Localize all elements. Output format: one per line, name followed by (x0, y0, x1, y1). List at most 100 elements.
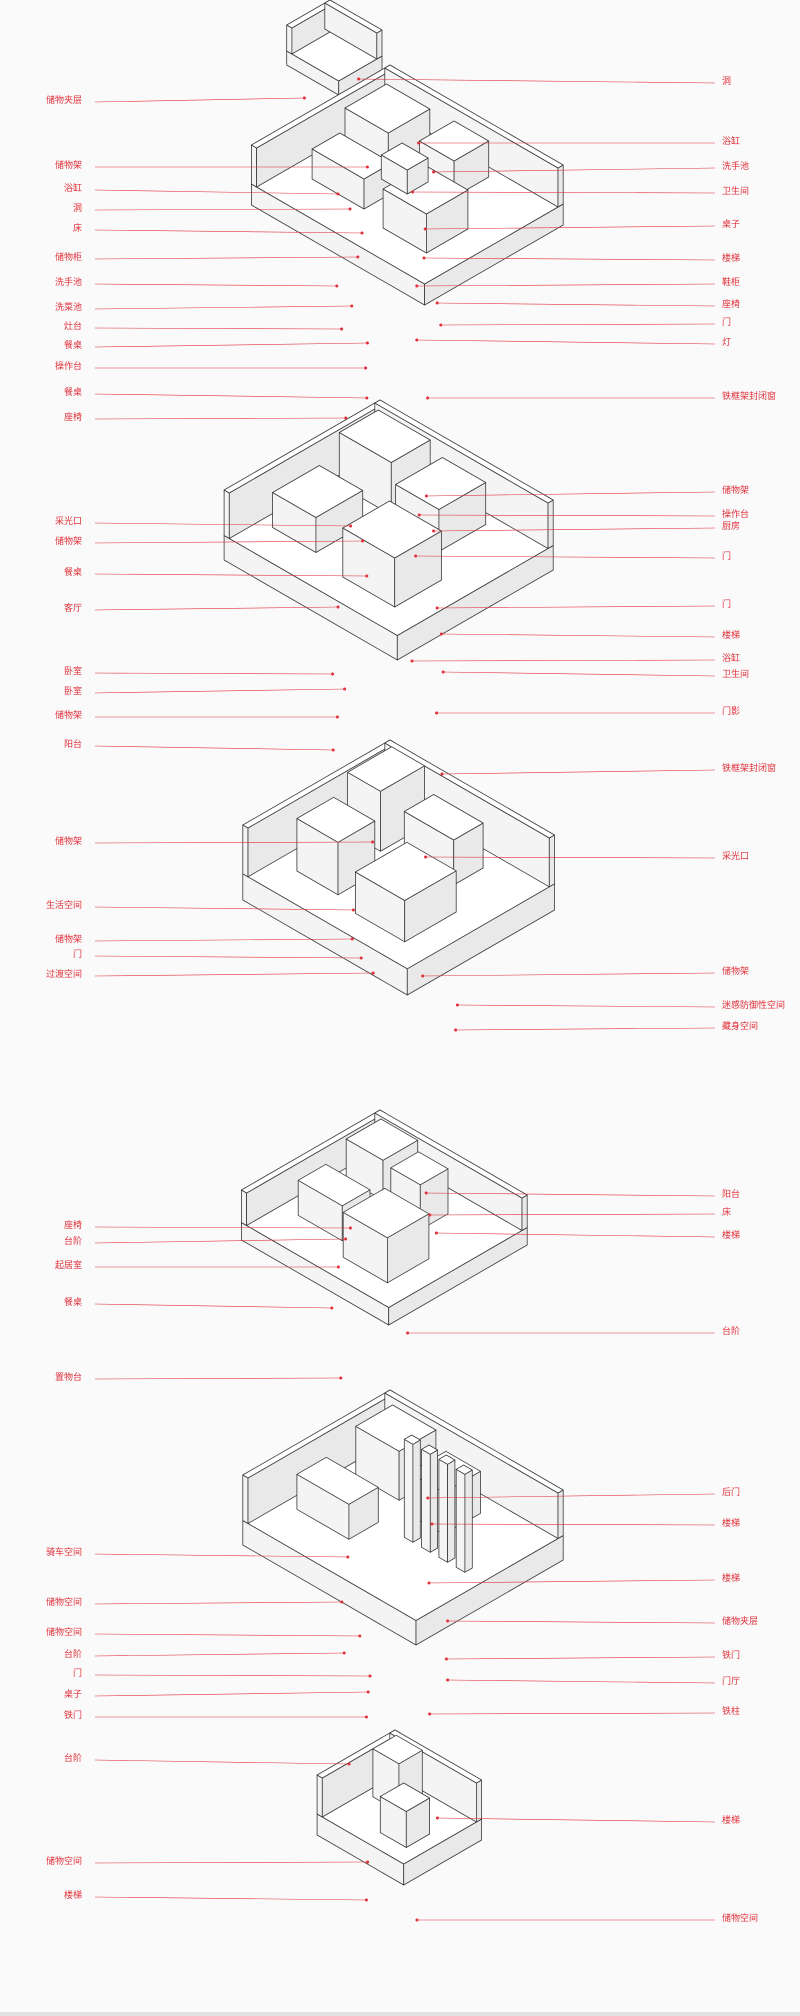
left-leader-line (94, 955, 362, 959)
floor-6-block-7 (455, 1464, 473, 1573)
left-leader-dot (342, 1651, 346, 1655)
left-leader-dot (344, 416, 348, 420)
left-leader-dot (350, 304, 354, 308)
right-leader-dot (415, 338, 419, 342)
left-leader-dot (336, 1265, 340, 1269)
left-leader-line (94, 522, 351, 527)
right-label: 座椅 (722, 300, 741, 310)
left-label: 储物空间 (45, 1857, 82, 1867)
right-leader-dot (446, 1678, 450, 1682)
floor-2-block-1-face-top (344, 83, 431, 134)
floor-6-block-4 (403, 1434, 421, 1543)
right-leader-dot (440, 772, 444, 776)
right-leader-dot (435, 711, 439, 715)
right-leader-dot (427, 1581, 431, 1585)
right-leader-line (411, 659, 716, 662)
floor-5-block-4 (342, 1187, 430, 1284)
left-leader-dot (330, 1306, 334, 1310)
left-leader-line (94, 305, 352, 310)
floor-2-block-3-face-top (311, 132, 393, 180)
floor-2-wall-b-face-right (557, 164, 564, 208)
right-leader-line (416, 339, 716, 345)
right-leader-line (436, 1232, 716, 1238)
right-label: 浴缸 (722, 654, 741, 664)
left-leader-dot (371, 971, 375, 975)
right-leader-line (441, 769, 716, 775)
left-leader-dot (365, 165, 369, 169)
floor-3-block-4-face-top (342, 500, 442, 559)
left-leader-dot (350, 937, 354, 941)
left-label: 洗菜池 (54, 303, 82, 313)
left-label: 客厅 (63, 604, 82, 614)
left-label: 餐桌 (63, 341, 82, 351)
floor-3-wall-a-face-left (223, 489, 230, 539)
floor-6-block-5-face-left (421, 1448, 431, 1553)
right-label: 楼梯 (722, 1231, 741, 1241)
floor-6-block-7-face-left (455, 1468, 466, 1573)
floor-5-wall-b-face-top (374, 1109, 528, 1199)
right-leader-dot (411, 190, 415, 194)
left-label: 操作台 (54, 362, 82, 372)
floor-7-block-2-face-top (379, 1782, 431, 1812)
right-label: 卫生间 (722, 670, 750, 680)
left-leader-line (94, 1633, 360, 1637)
floor-6-block-3 (296, 1456, 379, 1540)
left-leader-line (94, 1674, 371, 1677)
right-leader-dot (428, 1712, 432, 1716)
right-label: 储物夹层 (722, 1617, 759, 1627)
right-leader-line (425, 856, 716, 859)
left-leader-dot (302, 96, 306, 100)
left-leader-line (94, 1691, 369, 1697)
left-leader-dot (348, 207, 352, 211)
right-label: 阳台 (722, 1190, 741, 1200)
left-leader-line (94, 208, 351, 211)
left-leader-dot (366, 1860, 370, 1864)
left-leader-dot (364, 366, 368, 370)
right-leader-line (416, 283, 716, 287)
left-leader-line (94, 1601, 342, 1605)
floor-3-block-3-face-top (272, 465, 364, 518)
left-leader-dot (348, 1226, 352, 1230)
floor-6-block-7-face-top (455, 1464, 473, 1475)
right-leader-line (423, 257, 716, 261)
floor-2-wall-a (250, 64, 396, 188)
left-leader-line (94, 327, 342, 330)
left-leader-line (94, 283, 337, 287)
right-leader-dot (435, 606, 439, 610)
left-label: 储物空间 (45, 1598, 82, 1608)
right-label: 楼梯 (722, 254, 741, 264)
right-leader-line (441, 633, 716, 638)
floor-6-wall-b-face-top (384, 1389, 564, 1494)
left-leader-line (94, 1226, 351, 1229)
floor-6-block-6-face-top (438, 1454, 456, 1465)
left-leader-line (94, 672, 333, 675)
right-leader-line (431, 1523, 716, 1526)
floor-5-block-2-face-top (390, 1151, 449, 1186)
right-leader-dot (357, 77, 361, 81)
right-leader-dot (414, 554, 418, 558)
right-leader-line (457, 1004, 716, 1008)
left-leader-dot (366, 1690, 370, 1694)
left-leader-dot (344, 1237, 348, 1241)
floor-6-block-6 (438, 1454, 456, 1563)
floor-2-wall-a-face-left (250, 144, 258, 188)
right-leader-dot (426, 396, 430, 400)
floor-7-block-1-face-top (372, 1734, 423, 1765)
right-leader-line (426, 491, 716, 497)
right-leader-dot (424, 1191, 428, 1195)
left-leader-line (94, 256, 358, 260)
left-leader-dot (365, 574, 369, 578)
left-leader-dot (365, 396, 369, 400)
left-label: 台阶 (63, 1650, 82, 1660)
floor-5-wall-a-face-left (240, 1189, 248, 1226)
left-leader-line (94, 540, 363, 544)
right-label: 楼梯 (722, 1519, 741, 1529)
left-leader-line (94, 189, 339, 195)
floor-cap-wall-b-face-right (376, 29, 383, 60)
left-label: 储物架 (54, 711, 82, 721)
left-leader-line (94, 1238, 346, 1244)
left-label: 卧室 (63, 687, 82, 697)
right-label: 铁框架封闭窗 (722, 764, 777, 774)
right-leader-line (447, 1620, 716, 1624)
floor-3-wall-b-face-top (374, 399, 554, 504)
